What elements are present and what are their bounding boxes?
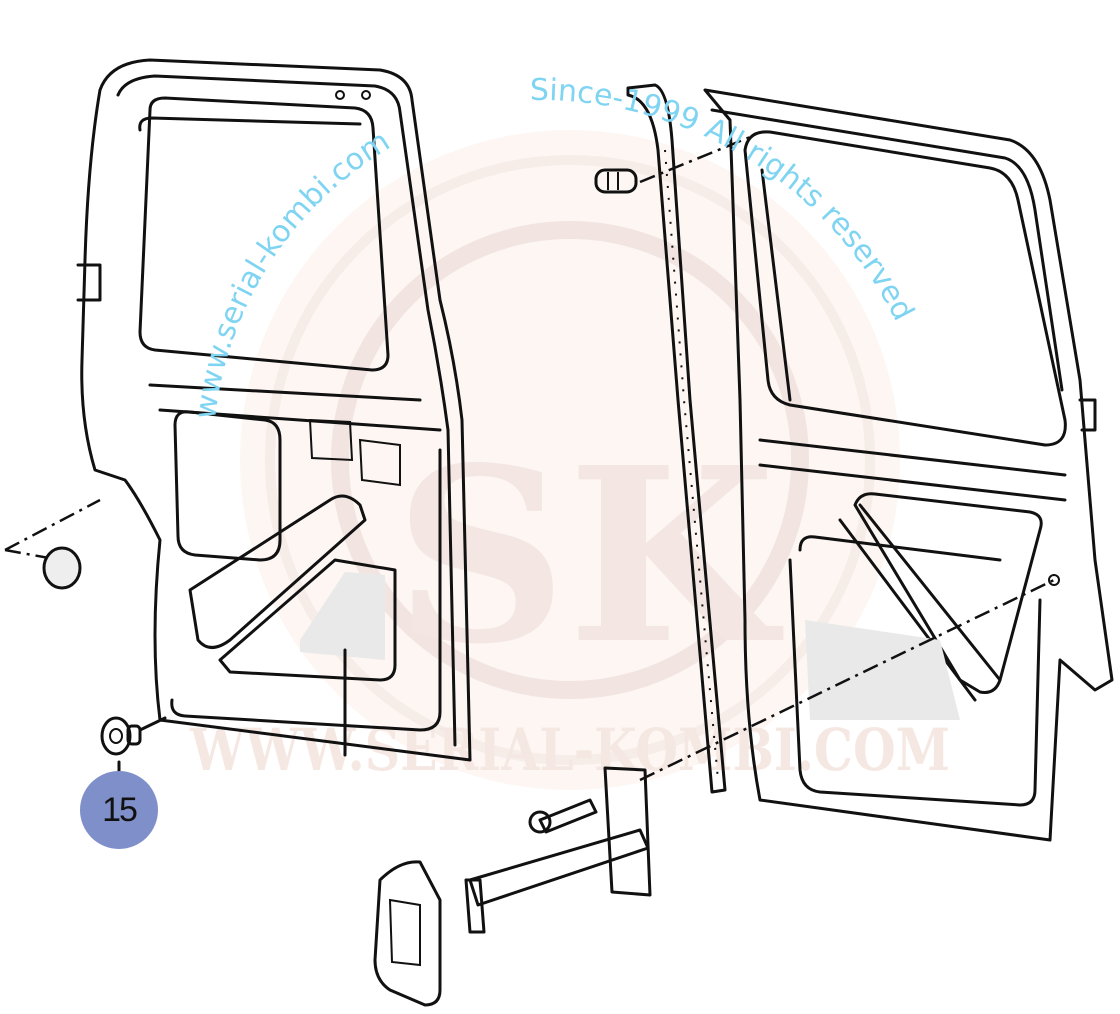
part-15-buffer [100,716,167,776]
left-rear-door [76,58,472,762]
weatherstrip [626,83,727,794]
part-callout-15[interactable]: 15 [80,771,158,849]
watermark-monogram: SK [394,415,783,697]
plug-part [4,498,101,590]
door-check-strap [373,578,1055,1007]
pin-part [594,133,756,194]
callout-label: 15 [102,790,138,829]
speckle-area [300,572,385,660]
watermark-logo-text: WWW.SERIAL-KOMBI.COM [189,716,950,784]
